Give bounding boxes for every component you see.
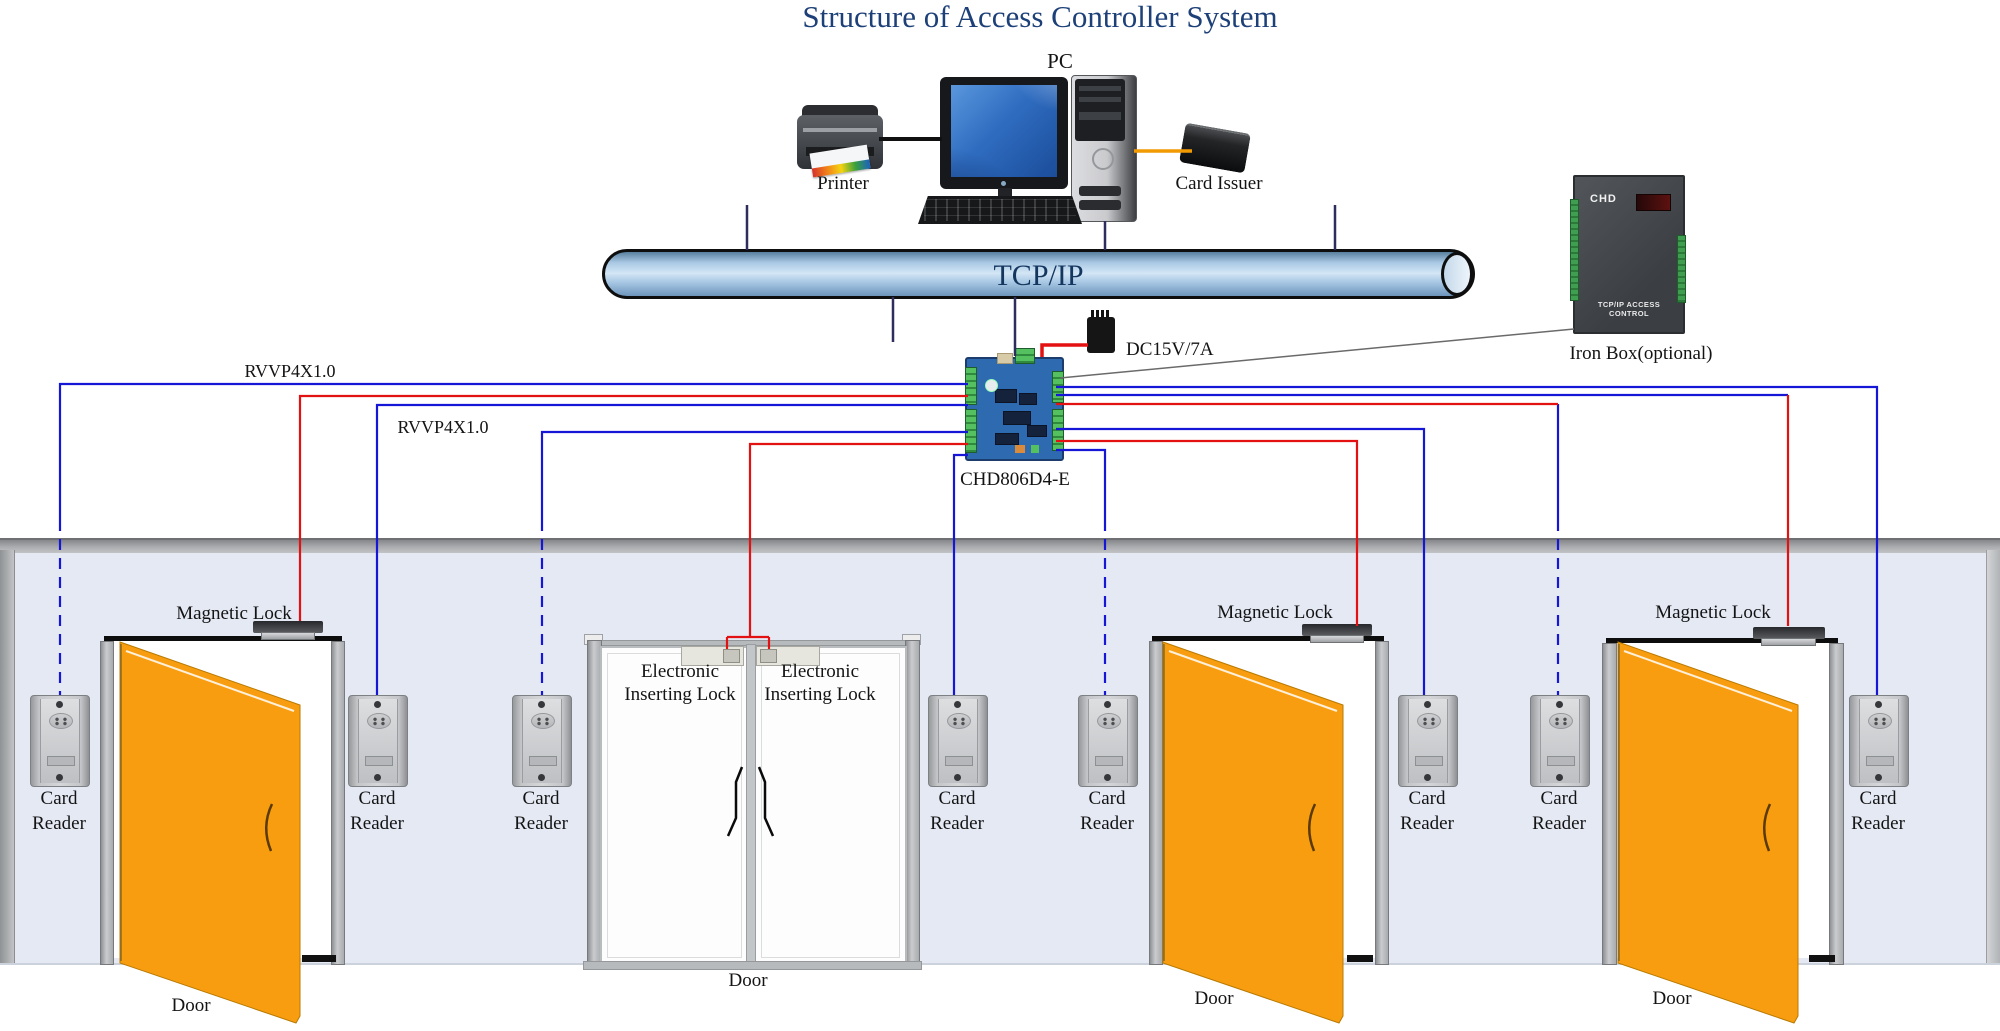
inserting-lock-right-label: Electronic Inserting Lock (735, 660, 905, 706)
door4-threshold (1809, 955, 1835, 962)
iron-box-terminal-right (1677, 235, 1686, 303)
card-issuer-icon (1179, 122, 1251, 174)
reader-label-line: Reader (1851, 813, 1905, 834)
reader-label-line: Card (938, 788, 976, 809)
iron-box-display (1636, 194, 1671, 211)
iron-box-caption: Iron Box(optional) (1569, 343, 1713, 364)
reader-label-line: Card (1408, 788, 1446, 809)
door1-post-left (100, 641, 114, 965)
door4-opening (1614, 640, 1830, 958)
cable-label-2: RVVP4X1.0 (397, 417, 489, 437)
pc-label: PC (1047, 49, 1073, 73)
reader-label-line: Reader (1400, 813, 1454, 834)
reader-label-line: Card (522, 788, 560, 809)
reader-label-line: Reader (514, 813, 568, 834)
tower-slot (1079, 112, 1121, 120)
door3-threshold (1347, 955, 1373, 962)
card-reader-2 (348, 695, 408, 787)
printer-panel (803, 128, 877, 132)
door1-opening (111, 640, 332, 958)
iron-box: CHD TCP/IP ACCESS CONTROL (1570, 175, 1686, 334)
wall-left-edge (0, 550, 15, 963)
magnetic-lock3-plate (1310, 635, 1364, 643)
power-wire (1040, 343, 1088, 357)
door1-threshold (302, 955, 336, 962)
door2-label: Door (728, 970, 768, 991)
iron-box-terminal-left (1570, 199, 1579, 301)
door1-lintel (104, 636, 342, 641)
reader-label-line: Reader (1080, 813, 1134, 834)
door4-label: Door (1652, 988, 1692, 1009)
card-reader-8 (1849, 695, 1909, 787)
door1-post-right (331, 641, 345, 965)
reader-label-line: Card (1540, 788, 1578, 809)
magnetic-lock1-plate (261, 632, 315, 640)
card-reader-3 (512, 695, 572, 787)
inserting-lock-right-line1: Electronic (780, 661, 860, 682)
reader-label-line: Reader (930, 813, 984, 834)
card-reader-6 (1398, 695, 1458, 787)
tcpip-label: TCP/IP (993, 259, 1084, 292)
door3-label: Door (1194, 988, 1234, 1009)
reader-label-line: Card (40, 788, 78, 809)
card-reader-1 (30, 695, 90, 787)
tcpip-bus-pipe: TCP/IP (602, 249, 1475, 299)
tower-vent (1079, 200, 1121, 210)
monitor-logo-dot (1001, 181, 1006, 186)
magnetic-lock1-icon (253, 621, 323, 633)
iron-box-logo: CHD (1590, 193, 1617, 205)
tower-badge (1092, 148, 1114, 170)
monitor-screen (951, 85, 1057, 177)
card-reader-4 (928, 695, 988, 787)
reader-label-line: Reader (350, 813, 404, 834)
tower-slot (1079, 97, 1121, 102)
reader-label-line: Card (358, 788, 396, 809)
inserting-lock-right-line2: Inserting Lock (764, 684, 876, 705)
tower-slot (1079, 86, 1121, 91)
printer-label: Printer (817, 173, 869, 194)
door3-opening (1160, 640, 1376, 958)
door1-label: Door (171, 995, 211, 1016)
door2-glass-right (754, 646, 907, 965)
card-issuer-label: Card Issuer (1175, 173, 1263, 194)
door2-bottom-rail (583, 961, 922, 970)
magnetic-lock4-plate (1761, 638, 1816, 646)
reader-label-line: Reader (32, 813, 86, 834)
page-title: Structure of Access Controller System (802, 0, 1278, 34)
card-reader-7 (1530, 695, 1590, 787)
pipe-end-cap (1441, 252, 1473, 296)
iron-box-panel-text: TCP/IP ACCESS CONTROL (1597, 300, 1661, 318)
controller-board (965, 348, 1064, 461)
magnetic-lock1-label: Magnetic Lock (176, 603, 292, 624)
card-reader-5 (1078, 695, 1138, 787)
reader-label-line: Reader (1532, 813, 1586, 834)
wall-right-edge (1986, 550, 2000, 963)
reader-label-line: Card (1088, 788, 1126, 809)
power-adapter-icon (1087, 310, 1115, 353)
tower-vent (1079, 186, 1121, 196)
magnetic-lock3-label: Magnetic Lock (1217, 602, 1333, 623)
keyboard-icon (918, 196, 1082, 224)
power-label: DC15V/7A (1126, 339, 1214, 360)
controller-label: CHD806D4-E (960, 469, 1070, 490)
cable-label-1: RVVP4X1.0 (244, 361, 336, 381)
reader-label-line: Card (1859, 788, 1897, 809)
magnetic-lock4-label: Magnetic Lock (1655, 602, 1771, 623)
